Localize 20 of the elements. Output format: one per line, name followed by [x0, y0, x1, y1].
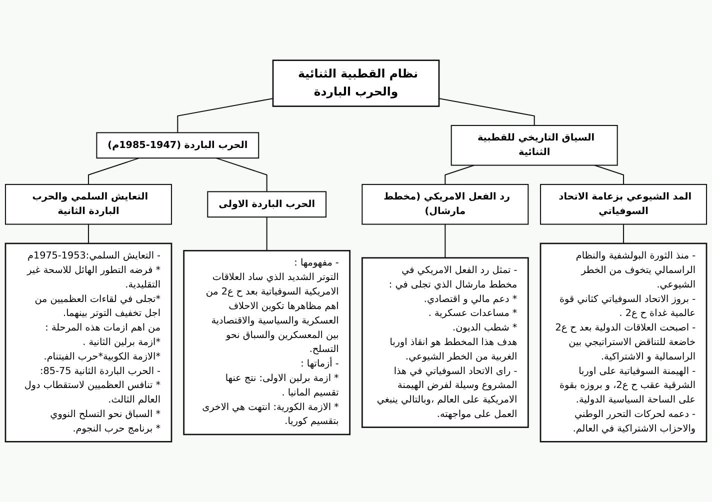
- connector: [266, 217, 268, 251]
- connector: [88, 224, 89, 244]
- connector: [444, 224, 446, 258]
- node-box: الحرب الباردة (1947-1985م): [96, 132, 260, 159]
- node-box: - مفهومها : التوتر الشديد الذي ساد العلاقات الامريكية السوفياتية بعد ح ع2 من اهم مظاهرها تكوين الاحلاف العسكرية والسياسية والاقتصادية بين المعسكرين والسباق نحو التسلح. - أزماتها : * ازمة برلين الاولى: نتج عنها تقسيم المانيا . * الازمة الكورية: انتهت هي الاخرى بتقسيم كوريا.: [183, 250, 350, 436]
- node-box: الحرب الباردة الاولى: [207, 191, 327, 218]
- connector: [594, 164, 624, 184]
- node-box: التعايش السلمي والحرب الباردة الثانية: [4, 184, 172, 225]
- node-box: - منذ الثورة البولشفية والنظام الراسمالي يتخوف من الخطر الشيوعي. - بروز الاتحاد السوفياتي كثاني قوة عالمية غداة ح ع2 . - اصبحت العلاقات الدولية بعد ح ع2 خاضعة للتناقض الاستراتيجي بين الراسمالية و الاشتراكية. - الهيمنة السوفياتية على اوربا الشرقية عقب ح ع2، و بروزه بقوة على الساحة السياسية الدولية. - دعمه لحركات التحرر الوطني والاحزاب الاشتراكية في العالم.: [540, 242, 708, 442]
- node-box: المد الشيوعي بزعامة الاتحاد السوفياتي: [540, 184, 708, 225]
- node-box: السياق التاريخي للقطبية الثنائية: [450, 124, 618, 166]
- connector: [177, 98, 274, 133]
- node-box: - التعايش السلمي:1953-1975م * فرضه التطور الهائل للاسحة غير التقليدية. *تجلى في لقاءات العظميين من اجل تخفيف التوتر بينهما. من اهم ازمات هذه المرحلة : *ازمة برلين الثانية . *الازمة الكوبية*حرب الفيتنام. - الحرب الباردة الثانية 75-85: * تنافس العظميين لاستقطاب دول العالم الثالث. * السباق نحو التسلح النووي * برنامج حرب النجوم.: [4, 242, 172, 442]
- connector: [444, 164, 474, 184]
- node-box: نظام القطبية الثنائية والحرب الباردة: [272, 60, 440, 107]
- node-box: رد الفعل الامريكي (مخطط مارشال): [362, 184, 529, 225]
- connector: [88, 158, 140, 184]
- connector: [438, 98, 535, 126]
- node-box: - تمثل رد الفعل الامريكي في مخطط مارشال الذي تجلى في : * دعم مالي و اقتصادي. * مساعدات عسكرية . * شطب الديون. هدف هذا المخطط هو انقاذ اوربا الغربية من الخطر الشيوعي. - راى الاتحاد السوفياتي في هذا المشروع وسيلة لفرض الهيمنة الامريكية على العالم ،وبالتالي ينبغي العمل على مواجهته.: [362, 257, 529, 428]
- connector: [623, 224, 624, 244]
